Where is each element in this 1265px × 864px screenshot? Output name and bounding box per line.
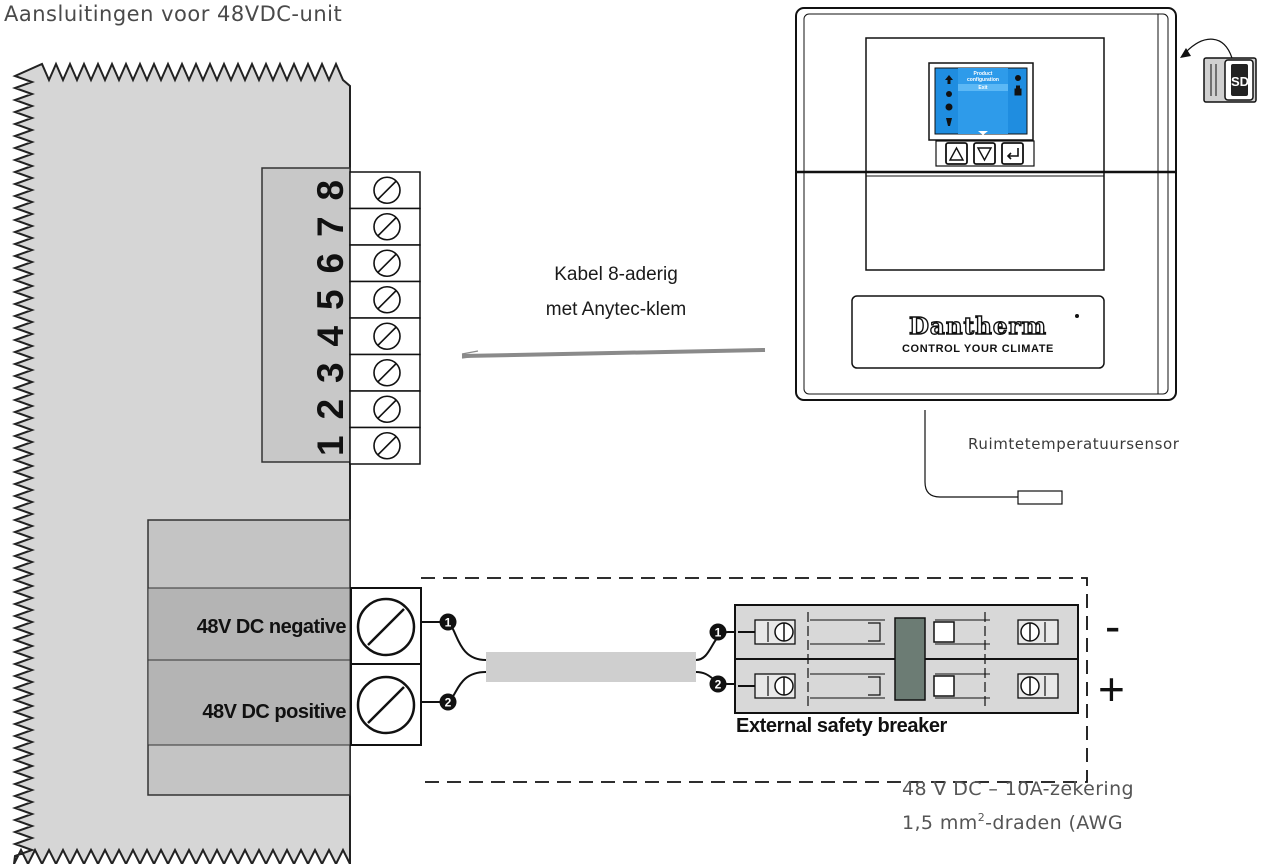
up-button[interactable] — [945, 142, 968, 165]
breaker-toggle[interactable] — [894, 617, 926, 701]
cable-label-line2: met Anytec-klem — [546, 299, 686, 320]
diagram-title: Aansluitingen voor 48VDC-unit — [4, 2, 342, 26]
screen-fan2-icon — [1015, 75, 1021, 81]
power-terminal-block: 48V DC negative 48V DC positive — [147, 519, 422, 796]
controller-display: Product configuration Exit — [928, 62, 1034, 141]
svg-text:2: 2 — [715, 678, 722, 692]
breaker-wire-2-marker — [709, 675, 727, 693]
terminal-number: 8 — [310, 180, 351, 201]
wire-note: 1,5 mm2-draden (AWG — [902, 811, 1123, 834]
screen-line2: configuration — [967, 77, 999, 83]
screen-clock-icon — [945, 103, 953, 111]
screen-fan-icon — [946, 91, 952, 97]
cable-sleeve — [486, 652, 696, 682]
cable-8-core: Kabel 8-aderig met Anytec-klem — [461, 264, 766, 359]
terminal-number: 4 — [310, 326, 351, 347]
fuse-note: 48 V DC – 10A-zekering — [902, 778, 1134, 800]
external-safety-breaker: External safety breaker - + — [734, 600, 1125, 737]
breaker-wire-1-marker — [709, 623, 727, 641]
wiring: 1 2 1 2 — [420, 613, 738, 711]
svg-text:2: 2 — [445, 696, 452, 710]
screen-wrench-icon — [946, 118, 952, 126]
enter-button[interactable] — [1001, 142, 1024, 165]
room-sensor: Ruimtetemperatuursensor — [924, 410, 1180, 505]
brand-logo: Dantherm — [909, 313, 1047, 340]
dashed-enclosure — [421, 577, 1088, 783]
cable-label-line1: Kabel 8-aderig — [554, 264, 678, 285]
minus-sign: - — [1105, 600, 1120, 652]
terminal-number: 5 — [310, 289, 351, 310]
terminal-block: 8 7 6 5 4 3 2 1 — [261, 167, 421, 465]
plus-sign: + — [1098, 663, 1125, 715]
sd-card: SD — [1180, 38, 1257, 103]
screen-line3: Exit — [978, 85, 988, 91]
wire-1-marker — [439, 613, 457, 631]
sd-logo-icon: SD — [1231, 74, 1249, 89]
psu-negative-label: 48V DC negative — [197, 616, 347, 638]
sensor-probe-icon — [1017, 490, 1063, 505]
breaker-label: External safety breaker — [736, 715, 948, 737]
screen-lock-icon — [1014, 85, 1022, 96]
brand-slogan: CONTROL YOUR CLIMATE — [902, 343, 1054, 355]
svg-text:1: 1 — [445, 616, 452, 630]
wire-2-marker — [439, 693, 457, 711]
sensor-label: Ruimtetemperatuursensor — [968, 435, 1180, 453]
brand-plate: Dantherm CONTROL YOUR CLIMATE — [851, 295, 1105, 369]
terminal-number: 3 — [310, 362, 351, 383]
psu-positive-label: 48V DC positive — [202, 701, 346, 723]
controller-buttons — [935, 140, 1035, 167]
terminal-number: 2 — [310, 399, 351, 420]
screen-line1: Product — [974, 71, 993, 77]
screen-up-icon — [945, 75, 953, 84]
terminal-number: 1 — [310, 435, 351, 456]
terminal-number: 7 — [310, 216, 351, 237]
svg-text:1: 1 — [715, 626, 722, 640]
controller-unit: Product configuration Exit Dantherm — [795, 7, 1177, 401]
terminal-number: 6 — [310, 253, 351, 274]
